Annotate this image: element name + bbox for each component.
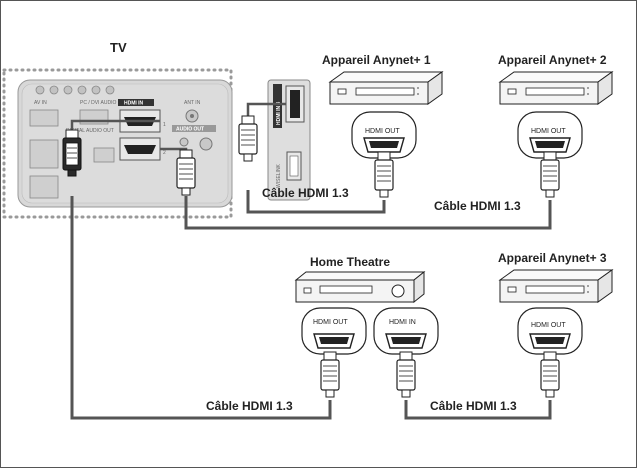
ant-in-label: ANT IN bbox=[184, 100, 201, 106]
pc-dvi-label: PC / DVI AUDIO IN bbox=[80, 100, 123, 106]
device-2 bbox=[499, 71, 613, 105]
tv-side-panel: HDMI IN 3 WISELINK bbox=[267, 79, 311, 201]
device-2-hdmi-out: HDMI OUT bbox=[517, 111, 583, 159]
cable-label-4: Câble HDMI 1.3 bbox=[430, 399, 517, 413]
device-2-label: Appareil Anynet+ 2 bbox=[498, 53, 607, 67]
home-theatre-hdmi-in-label: HDMI IN bbox=[389, 319, 416, 326]
tv-hdmi-in-label: HDMI IN bbox=[124, 101, 144, 107]
device-1-label: Appareil Anynet+ 1 bbox=[322, 53, 431, 67]
tv-port-2-number: 2 bbox=[163, 150, 166, 156]
device-3 bbox=[499, 269, 613, 303]
cable-label-2: Câble HDMI 1.3 bbox=[434, 199, 521, 213]
home-theatre-hdmi-out: HDMI OUT bbox=[301, 307, 367, 355]
av-in-label: AV IN bbox=[34, 100, 47, 106]
audio-out-label: AUDIO OUT bbox=[176, 127, 204, 133]
tv-label: TV bbox=[110, 40, 127, 55]
digital-audio-out-label: DIGITAL AUDIO OUT bbox=[66, 128, 114, 134]
device-1 bbox=[329, 71, 443, 105]
device-1-hdmi-out: HDMI OUT bbox=[351, 111, 417, 159]
cable-label-3: Câble HDMI 1.3 bbox=[206, 399, 293, 413]
home-theatre bbox=[294, 270, 426, 304]
device-3-hdmi-out-label: HDMI OUT bbox=[531, 322, 566, 329]
home-theatre-hdmi-out-label: HDMI OUT bbox=[313, 319, 348, 326]
tv-back-panel: AV IN PC / DVI AUDIO IN HDMI IN 1 2 ANT … bbox=[2, 68, 233, 219]
cable-lines bbox=[70, 102, 552, 420]
home-theatre-label: Home Theatre bbox=[310, 255, 390, 269]
device-2-hdmi-out-label: HDMI OUT bbox=[531, 128, 566, 135]
device-1-hdmi-out-label: HDMI OUT bbox=[365, 128, 400, 135]
device-3-hdmi-out: HDMI OUT bbox=[517, 307, 583, 355]
tv-port-1-number: 1 bbox=[163, 122, 166, 128]
wiselink-label: WISELINK bbox=[276, 163, 282, 188]
cable-label-1: Câble HDMI 1.3 bbox=[262, 186, 349, 200]
device-3-label: Appareil Anynet+ 3 bbox=[498, 251, 607, 265]
tv-hdmi-in-3-label: HDMI IN 3 bbox=[276, 101, 282, 125]
home-theatre-hdmi-in: HDMI IN bbox=[373, 307, 439, 355]
